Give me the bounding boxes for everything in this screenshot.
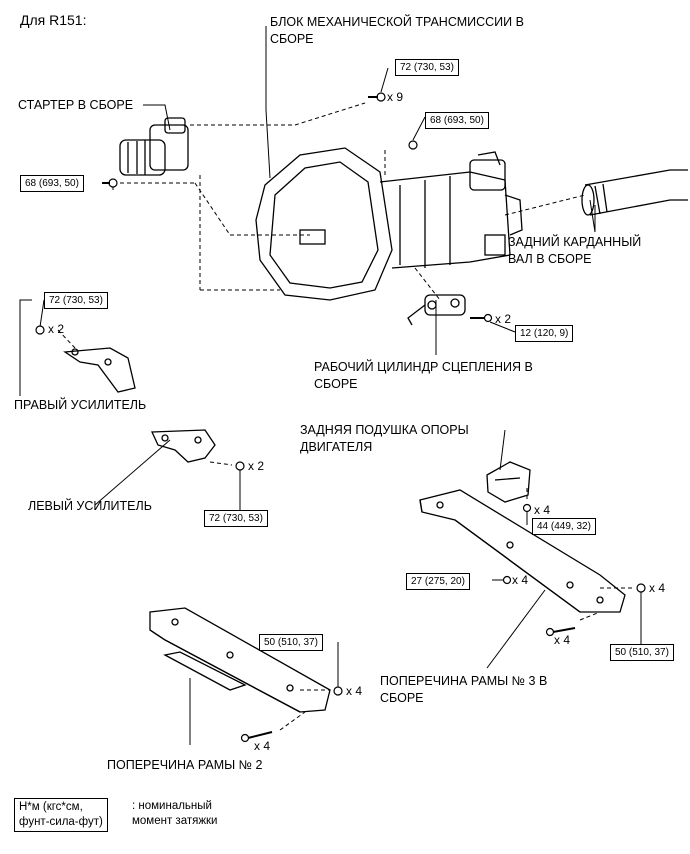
leader-transmission xyxy=(265,26,271,179)
quantity-label: x 4 xyxy=(512,573,529,587)
legend-description: : номинальный момент затяжки xyxy=(132,799,217,829)
rear-mount-part xyxy=(486,461,531,503)
label-rear-shaft-line1: ЗАДНИЙ КАРДАННЫЙ xyxy=(508,235,642,249)
crossmember-2-part xyxy=(149,607,331,713)
legend-unit-line1: Н*м (кгс*см, xyxy=(19,801,83,813)
clutch-cylinder-part xyxy=(407,294,466,326)
torque-box: 12 (120, 9) xyxy=(515,325,574,342)
quantity-label: x 4 xyxy=(254,739,271,753)
torque-box: 72 (730, 53) xyxy=(395,59,459,76)
label-transmission-line1: БЛОК МЕХАНИЧЕСКОЙ ТРАНСМИССИИ В xyxy=(270,15,524,29)
label-clutch-cyl-line2: СБОРЕ xyxy=(314,377,358,391)
torque-box: 72 (730, 53) xyxy=(44,292,108,309)
leader-starter xyxy=(143,104,171,131)
label-rear-shaft-line2: ВАЛ В СБОРЕ xyxy=(508,252,592,266)
label-left-brace: ЛЕВЫЙ УСИЛИТЕЛЬ xyxy=(28,499,152,513)
quantity-label: x 4 xyxy=(534,503,551,517)
torque-box: 68 (693, 50) xyxy=(425,112,489,129)
transmission-part xyxy=(255,147,523,301)
leader-rear-mount xyxy=(499,429,506,471)
torque-box: 72 (730, 53) xyxy=(204,510,268,527)
leader-crossmember3 xyxy=(486,589,546,669)
label-crossmember2: ПОПЕРЕЧИНА РАМЫ № 2 xyxy=(107,758,263,772)
quantity-label: x 4 xyxy=(346,684,363,698)
left-brace-part xyxy=(151,429,216,463)
leader-left-brace xyxy=(94,439,171,506)
starter-part xyxy=(119,117,189,176)
quantity-label: x 2 xyxy=(248,459,265,473)
legend-desc-line2: момент затяжки xyxy=(132,815,218,827)
leader-right-brace xyxy=(19,299,32,396)
label-rear-mount-line1: ЗАДНЯЯ ПОДУШКА ОПОРЫ xyxy=(300,423,469,437)
crossmember-3-part xyxy=(419,489,626,613)
label-crossmember3-line1: ПОПЕРЕЧИНА РАМЫ № 3 В xyxy=(380,674,548,688)
torque-box: 50 (510, 37) xyxy=(259,634,323,651)
label-clutch-cyl-line1: РАБОЧИЙ ЦИЛИНДР СЦЕПЛЕНИЯ В xyxy=(314,360,533,374)
torque-box: 44 (449, 32) xyxy=(532,518,596,535)
quantity-label: x 2 xyxy=(48,322,65,336)
label-starter: СТАРТЕР В СБОРЕ xyxy=(18,98,134,112)
rear-shaft-part xyxy=(581,169,688,216)
quantity-label: x 4 xyxy=(554,633,571,647)
right-brace-part xyxy=(63,347,136,393)
label-crossmember3-line2: СБОРЕ xyxy=(380,691,424,705)
label-transmission-line2: СБОРЕ xyxy=(270,32,314,46)
legend-unit-box: Н*м (кгс*см, фунт-сила-фут) xyxy=(14,798,108,832)
quantity-label: x 4 xyxy=(649,581,666,595)
torque-box: 68 (693, 50) xyxy=(20,175,84,192)
torque-box: 50 (510, 37) xyxy=(610,644,674,661)
label-right-brace: ПРАВЫЙ УСИЛИТЕЛЬ xyxy=(14,398,147,412)
torque-box: 27 (275, 20) xyxy=(406,573,470,590)
legend-unit-line2: фунт-сила-фут) xyxy=(19,816,103,828)
label-rear-mount-line2: ДВИГАТЕЛЯ xyxy=(300,440,373,454)
header-title: Для R151: xyxy=(20,12,87,28)
quantity-label: x 9 xyxy=(387,90,404,104)
legend-desc-line1: : номинальный xyxy=(132,800,212,812)
quantity-label: x 2 xyxy=(495,312,512,326)
